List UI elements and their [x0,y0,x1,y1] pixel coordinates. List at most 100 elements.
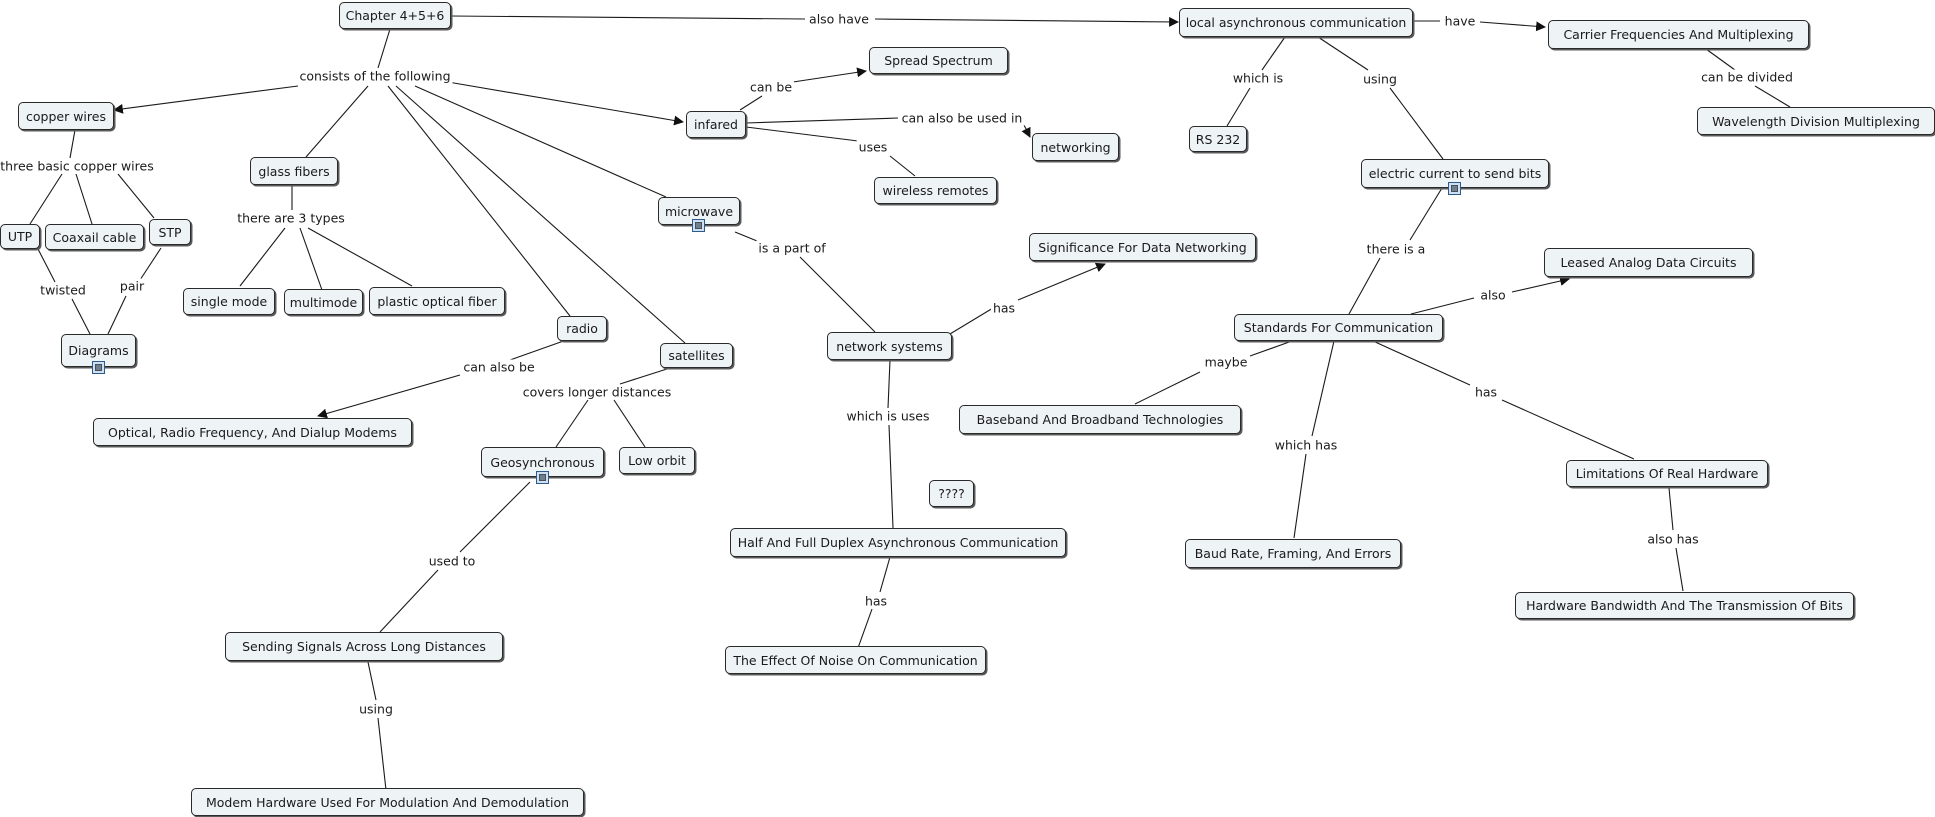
edge-infared-uses [745,126,859,142]
concept-standards[interactable]: Standards For Communication [1234,314,1443,341]
edge-sending-using [367,661,377,701]
concept-utp[interactable]: UTP [0,224,40,249]
concept-noise[interactable]: The Effect Of Noise On Communication [725,646,986,674]
concept-diagrams[interactable]: Diagrams [61,334,136,374]
edge-infared-alsoused [745,117,899,124]
edge-consists-satellites [395,85,686,344]
link-which-has: which has [1272,437,1340,453]
link-also: also [1478,287,1508,303]
concept-limitations[interactable]: Limitations Of Real Hardware [1566,460,1768,487]
edge-local-using [1317,36,1369,71]
edge-has-significance [1017,262,1106,301]
concept-baseband[interactable]: Baseband And Broadband Technologies [959,405,1241,434]
concept-spread[interactable]: Spread Spectrum [869,47,1008,74]
edge-consists-glass [305,85,369,158]
concept-microwave[interactable]: microwave [658,197,740,232]
resource-icon[interactable] [1448,182,1461,195]
edge-usedto-sending [379,569,439,633]
concept-carrier[interactable]: Carrier Frequencies And Multiplexing [1548,20,1809,49]
concept-baud[interactable]: Baud Rate, Framing, And Errors [1185,539,1401,568]
link-twisted: twisted [38,282,88,298]
concept-wireless-remotes[interactable]: wireless remotes [874,177,997,204]
concept-coax[interactable]: Coaxail cable [45,224,144,250]
edge-local-whichis [1261,36,1286,71]
concept-modem-hw[interactable]: Modem Hardware Used For Modulation And D… [191,788,584,816]
edge-canbe-spread [792,67,867,83]
link-also-has: also has [1645,531,1701,547]
resource-icon[interactable] [535,471,549,484]
link-three-basic: three basic copper wires [0,158,156,174]
link-using-bottom: using [357,701,395,717]
concept-satellites[interactable]: satellites [660,343,733,368]
edge-partof-netsys [799,256,876,333]
edge-copper-threebasic [69,129,76,159]
link-have: have [1442,13,1478,29]
concept-plastic[interactable]: plastic optical fiber [369,287,505,315]
concept-optical-modems[interactable]: Optical, Radio Frequency, And Dialup Mod… [93,418,412,446]
edge-3types-single [239,227,286,287]
edge-thereisa-standards [1348,257,1381,315]
concept-infared[interactable]: infared [686,111,746,138]
link-uses: uses [856,139,890,155]
concept-significance[interactable]: Significance For Data Networking [1029,233,1256,261]
edge-consists-copper [113,85,299,114]
concept-local-async[interactable]: local asynchronous communication [1179,8,1413,37]
concept-chapter[interactable]: Chapter 4+5+6 [339,2,451,29]
concept-stp[interactable]: STP [149,219,191,245]
edge-have-carrier [1479,21,1546,32]
edge-chapter-also-have [450,15,806,20]
edge-limitations-alsohas [1668,487,1674,531]
edge-covers-loworbit [613,399,646,448]
link-has-limitations: has [1472,384,1500,400]
link-has-noise: has [862,593,890,609]
resource-icon[interactable] [91,361,105,374]
concept-bandwidth[interactable]: Hardware Bandwidth And The Transmission … [1515,592,1854,619]
edge-uses-wireless [889,155,916,177]
concept-wdm[interactable]: Wavelength Division Multiplexing [1697,107,1935,135]
link-has-significance: has [990,300,1018,316]
concept-unknown[interactable]: ???? [929,480,974,507]
edge-has-noise [857,608,873,649]
link-can-be-divided: can be divided [1699,69,1795,85]
edge-covers-geo [555,399,589,448]
concept-geo[interactable]: Geosynchronous [481,447,604,484]
resource-icon[interactable] [692,219,705,232]
edge-standards-maybe [1249,340,1293,357]
concept-copper[interactable]: copper wires [18,102,114,130]
concept-glass[interactable]: glass fibers [250,157,338,185]
concept-sending[interactable]: Sending Signals Across Long Distances [225,632,503,661]
concept-low-orbit[interactable]: Low orbit [619,447,695,474]
link-there-is-a: there is a [1364,241,1428,257]
edge-also-leased [1511,276,1570,293]
edge-consists-infared [447,81,684,126]
edge-radio-canalsobe [509,337,573,361]
edge-utp-twisted [37,248,56,283]
edge-whichisuses-halffull [888,424,894,529]
concept-leased[interactable]: Leased Analog Data Circuits [1544,248,1753,277]
concept-network-systems[interactable]: network systems [827,332,952,360]
link-covers: covers longer distances [520,384,674,400]
link-which-is: which is [1230,70,1286,86]
edge-using-modemhw [377,717,387,791]
edge-threebasic-stp [117,173,155,219]
concept-radio[interactable]: radio [557,316,607,341]
edge-using-electric [1389,87,1444,160]
concept-electric[interactable]: electric current to send bits [1361,159,1549,195]
link-pair: pair [117,278,147,294]
edge-also-have-local [874,16,1179,27]
link-can-also-be-used-in: can also be used in [899,110,1025,126]
link-using-top: using [1361,71,1399,87]
edge-electric-thereisa [1409,187,1443,241]
concept-networking[interactable]: networking [1032,133,1119,161]
concept-multimode[interactable]: multimode [284,289,363,315]
concept-single-mode[interactable]: single mode [183,288,275,315]
edge-standards-also [1410,297,1475,315]
link-can-be: can be [747,79,795,95]
concept-half-full[interactable]: Half And Full Duplex Asynchronous Commun… [730,528,1066,557]
link-consists: consists of the following [297,68,453,84]
concept-rs232[interactable]: RS 232 [1189,126,1247,152]
edge-halffull-has [879,556,891,593]
link-used-to: used to [426,553,478,569]
edge-stp-pair [139,247,162,281]
